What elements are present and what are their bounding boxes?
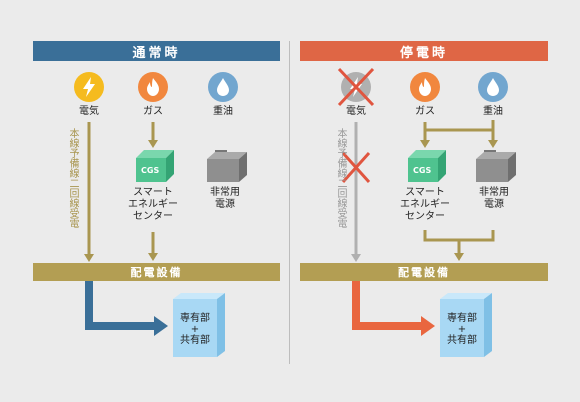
outage-source-cross-icon xyxy=(337,67,375,107)
outage-line-cross-icon xyxy=(341,151,371,184)
normal-backup-line-label: 本線予備線二回線受電 xyxy=(67,128,78,228)
oil-drop-icon xyxy=(208,72,238,102)
normal-gas-label: ガス xyxy=(143,106,163,117)
normal-oil-source xyxy=(208,72,238,102)
outage-title: 停電時 xyxy=(399,45,448,61)
outage-cgs-tag: CGS xyxy=(413,166,432,175)
outage-backup-line-label: 本線予備線二回線受電 xyxy=(335,128,346,228)
normal-generator-unit xyxy=(207,150,247,182)
normal-electric-source xyxy=(74,72,104,102)
outage-electric-arrowhead xyxy=(351,254,361,262)
outage-generator-label: 非常用 電源 xyxy=(479,187,509,210)
outage-header: 停電時 xyxy=(300,41,548,61)
normal-supply-arrow xyxy=(85,281,156,330)
outage-generator-unit xyxy=(476,150,516,182)
normal-cgs-unit xyxy=(136,150,174,182)
outage-electric-label: 電気 xyxy=(346,106,366,117)
flame-icon xyxy=(410,72,440,102)
normal-generator-label: 非常用 電源 xyxy=(210,187,240,210)
normal-header: 通常時 xyxy=(33,41,280,61)
outage-destination-label: 専有部 + 共有部 xyxy=(447,313,477,346)
normal-cgs-label: スマート エネルギー センター xyxy=(128,187,178,222)
outage-oil-label: 重油 xyxy=(483,106,503,117)
outage-distribution-label: 配電設備 xyxy=(398,266,450,279)
normal-oil-label: 重油 xyxy=(213,106,233,117)
normal-cgs-tag: CGS xyxy=(141,166,160,175)
normal-distribution-band: 配電設備 xyxy=(33,263,280,281)
normal-gas-source xyxy=(138,72,168,102)
outage-building xyxy=(440,293,492,357)
outage-cgs-unit xyxy=(408,150,446,182)
normal-title: 通常時 xyxy=(132,45,181,61)
outage-oil-arrowhead xyxy=(488,140,498,148)
outage-gas-source xyxy=(410,72,440,102)
lightning-icon xyxy=(74,72,104,102)
outage-gas-label: ガス xyxy=(415,106,435,117)
flame-icon xyxy=(138,72,168,102)
normal-destination-label: 専有部 + 共有部 xyxy=(180,313,210,346)
normal-electric-arrowhead xyxy=(84,254,94,262)
normal-electric-label: 電気 xyxy=(79,106,99,117)
normal-building xyxy=(173,293,225,357)
outage-cgs-label: スマート エネルギー センター xyxy=(400,187,450,222)
normal-distribution-label: 配電設備 xyxy=(130,266,183,279)
oil-drop-icon xyxy=(478,72,508,102)
panel-divider xyxy=(289,41,290,364)
outage-supply-arrowhead xyxy=(421,316,435,336)
outage-oil-source xyxy=(478,72,508,102)
outage-merge-arrowhead xyxy=(454,253,464,261)
outage-distribution-band: 配電設備 xyxy=(300,263,548,281)
outage-gas-arrowhead xyxy=(420,140,430,148)
normal-gas-arrowhead xyxy=(148,140,158,148)
normal-supply-arrowhead xyxy=(154,316,168,336)
outage-supply-arrow xyxy=(352,281,423,330)
normal-cgs-arrowhead xyxy=(148,253,158,261)
